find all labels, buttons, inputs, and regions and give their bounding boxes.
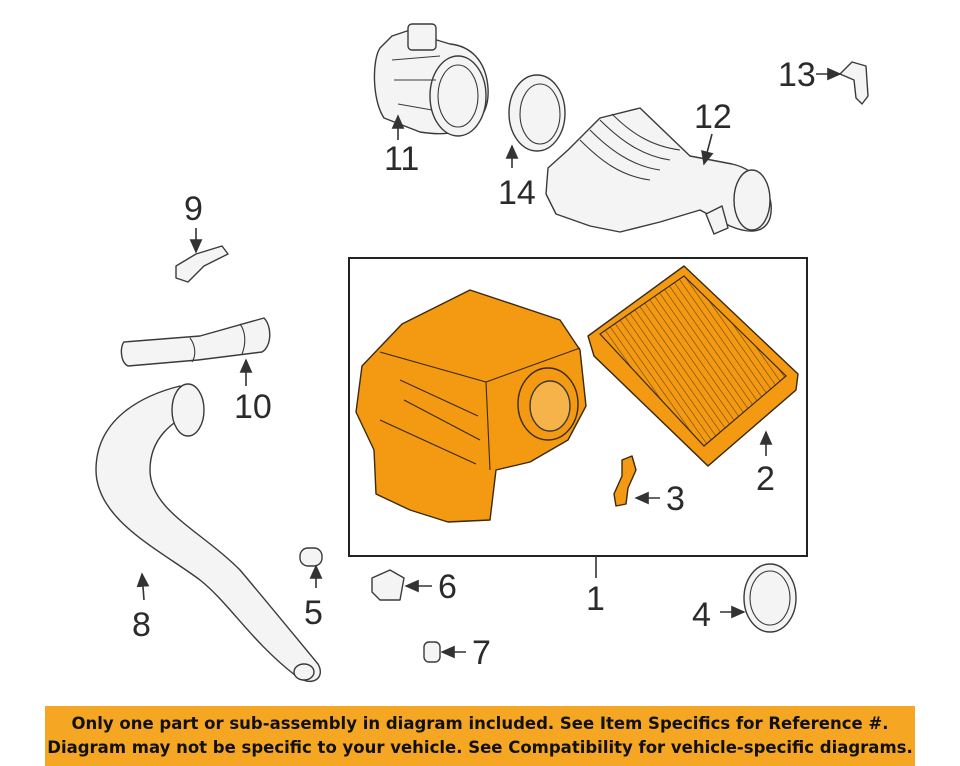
callout-11: 11: [384, 140, 419, 178]
callout-7: 7: [472, 634, 491, 672]
callout-8: 8: [132, 606, 151, 644]
part-6-mount: [371, 569, 405, 601]
callout-numbers: 11 14 12 13 9 10 8 5 6 7 4 1 2 3: [132, 56, 816, 672]
part-11-mass-air-flow-sensor: [373, 23, 489, 137]
part-13-bracket: [839, 61, 869, 105]
assembly-frame: [348, 257, 808, 557]
part-1-air-cleaner-housing: [355, 289, 587, 523]
callout-5: 5: [304, 594, 323, 632]
part-7-plug: [423, 641, 441, 663]
callout-3: 3: [666, 480, 685, 518]
leader-lines: [136, 67, 842, 659]
disclaimer-banner: Only one part or sub-assembly in diagram…: [45, 706, 915, 766]
callout-4: 4: [692, 596, 711, 634]
part-12-intake-duct: [545, 107, 772, 235]
part-9-sensor: [175, 245, 229, 283]
callout-9: 9: [184, 190, 203, 228]
part-5-grommet: [299, 547, 323, 567]
disclaimer-line-2: Diagram may not be specific to your vehi…: [47, 738, 913, 757]
part-8-intake-tube: [95, 383, 321, 682]
part-14-clamp: [508, 74, 566, 152]
part-10-hose: [120, 317, 271, 367]
part-3-clip: [613, 455, 637, 507]
callout-14: 14: [498, 174, 536, 212]
callout-13: 13: [778, 56, 816, 94]
callout-6: 6: [438, 568, 457, 606]
part-2-air-filter: [587, 265, 799, 467]
disclaimer-line-1: Only one part or sub-assembly in diagram…: [71, 714, 889, 733]
callout-12: 12: [694, 98, 732, 136]
part-4-seal: [743, 563, 797, 633]
callout-2: 2: [756, 460, 775, 498]
callout-10: 10: [234, 388, 272, 426]
callout-1: 1: [586, 580, 605, 618]
